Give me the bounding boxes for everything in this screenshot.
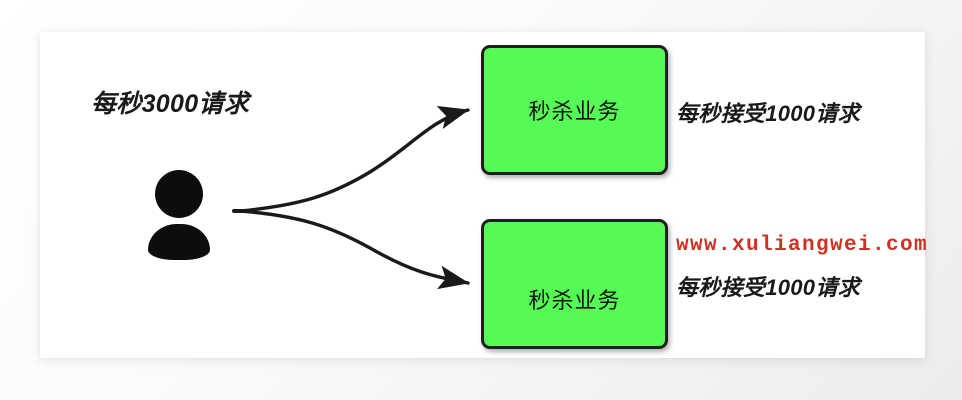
capacity-label-service-2: 每秒接受1000请求 [676,275,860,300]
user-head-shape [155,170,203,218]
service-node-label: 秒杀业务 [528,288,621,313]
incoming-request-rate-label: 每秒3000请求 [91,90,250,118]
service-node-label: 秒杀业务 [528,99,621,124]
watermark-url: www.xuliangwei.com [676,234,929,257]
capacity-label-service-1: 每秒接受1000请求 [676,101,860,126]
user-body-shape [148,224,210,260]
user-person-icon [148,170,210,260]
service-node-seckill-2[interactable]: 秒杀业务 [481,219,668,349]
service-node-seckill-1[interactable]: 秒杀业务 [481,45,668,175]
